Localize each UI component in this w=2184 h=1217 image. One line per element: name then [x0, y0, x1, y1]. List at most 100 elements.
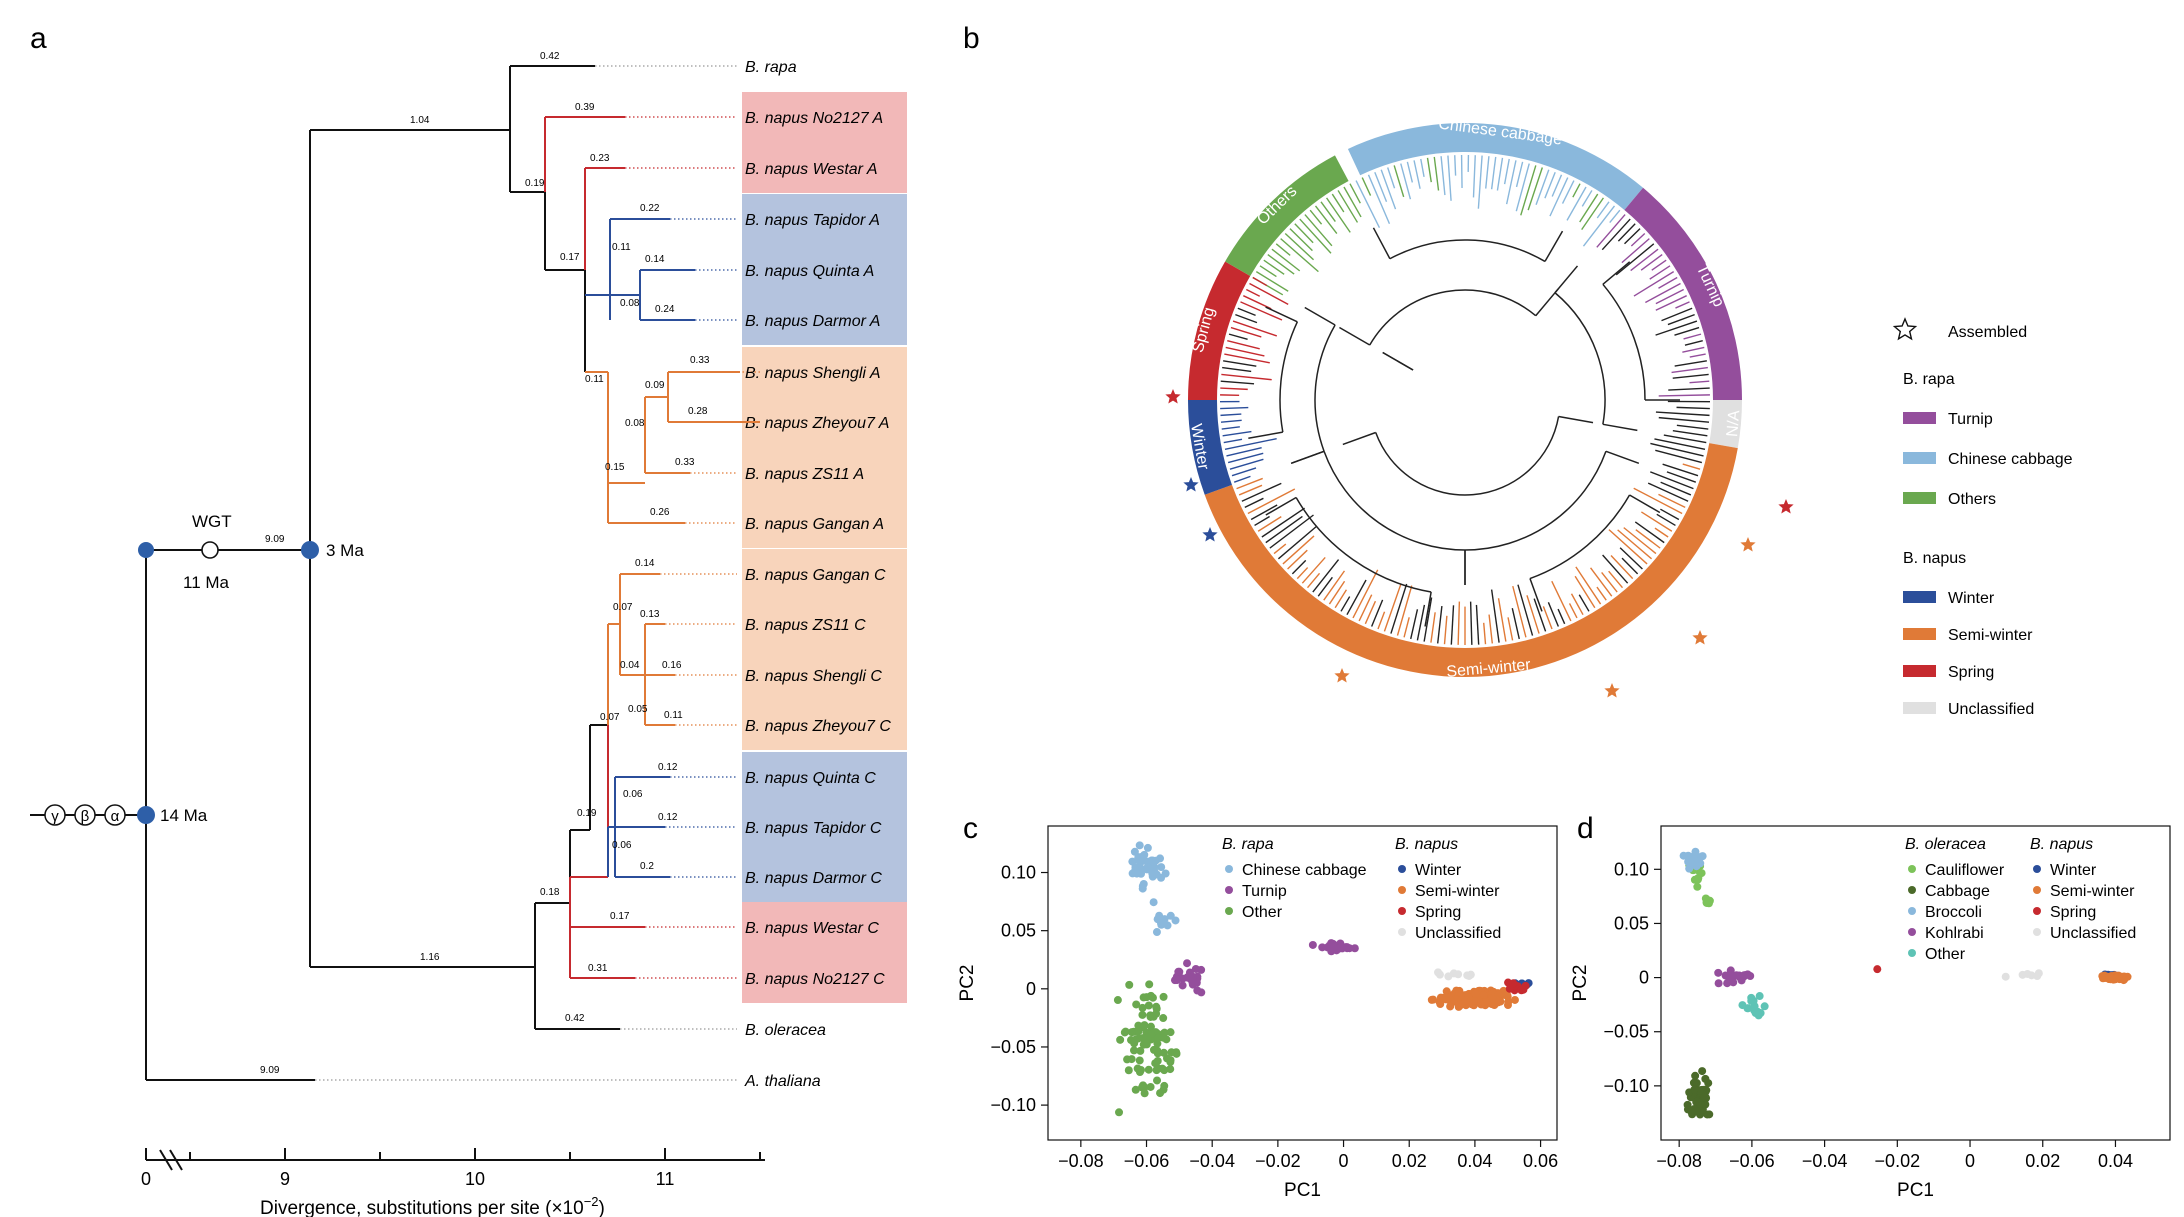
legend-item: Broccoli — [1925, 904, 1982, 921]
data-point — [1465, 971, 1474, 980]
leaf-branch — [1621, 557, 1639, 575]
branch-length-label: 0.11 — [664, 710, 683, 721]
leaf-branch — [1503, 158, 1510, 185]
assembled-star — [1604, 683, 1620, 698]
branch-length-label: 1.16 — [420, 952, 440, 963]
x-axis-title: Divergence, substitutions per site (×10−… — [260, 1194, 605, 1217]
leaf-branch — [1271, 248, 1301, 272]
leaf-branch — [1497, 598, 1507, 642]
data-point — [1166, 1028, 1175, 1037]
data-point — [1144, 1001, 1153, 1010]
leaf-branch — [1610, 555, 1634, 580]
wgt-age-label: 11 Ma — [183, 573, 230, 592]
data-point — [1702, 898, 1711, 907]
data-point — [1115, 1108, 1124, 1117]
leaf-branch — [1243, 295, 1272, 310]
branch-length-label: 0.17 — [560, 252, 580, 263]
leaf-branch — [1655, 288, 1684, 305]
internal-branch — [1424, 591, 1432, 627]
branch-length-label: 0.15 — [605, 462, 625, 473]
legend-item: Semi-winter — [1948, 627, 2033, 644]
leaf-branch — [1578, 594, 1590, 612]
data-point — [1127, 1028, 1136, 1037]
data-point — [1146, 1022, 1155, 1031]
leaf-branch — [1364, 600, 1377, 625]
data-point — [1429, 995, 1438, 1004]
legend-swatch — [1903, 591, 1936, 603]
data-point — [1149, 1045, 1158, 1054]
leaf-branch — [1238, 484, 1263, 496]
data-point — [1697, 869, 1706, 878]
leaf-branch — [1224, 353, 1270, 364]
y-tick-label: −0.10 — [990, 1095, 1036, 1115]
data-point — [1160, 1081, 1169, 1090]
legend-dot — [1398, 865, 1406, 873]
data-point — [1143, 843, 1152, 852]
leaf-branch — [1551, 580, 1572, 622]
leaf-branch — [1314, 205, 1338, 235]
data-point — [1127, 1055, 1136, 1064]
data-point — [1691, 1071, 1700, 1080]
leaf-branch — [1651, 259, 1667, 271]
data-point — [1744, 1004, 1753, 1013]
legend-item: Winter — [1415, 862, 1462, 879]
leaf-branch — [1582, 205, 1616, 247]
branch-length-label: 0.14 — [635, 558, 655, 569]
data-point — [1693, 882, 1702, 891]
ring-segment — [1204, 443, 1738, 677]
data-point — [1183, 959, 1192, 968]
internal-arc — [1369, 289, 1537, 346]
data-point — [1155, 911, 1164, 920]
legend-dot — [1225, 907, 1233, 915]
leaf-branch — [1370, 599, 1384, 627]
internal-arc — [1464, 451, 1607, 551]
leaf-branch — [1235, 313, 1258, 324]
leaf-branch — [1671, 366, 1708, 374]
leaf-branch — [1265, 515, 1303, 544]
leaf-branch — [1475, 604, 1480, 645]
legend-dot — [1908, 865, 1916, 873]
leaf-branch — [1224, 437, 1277, 450]
leaf-label: B. napus Quinta C — [745, 770, 876, 787]
y-tick-label: 0 — [1026, 979, 1036, 999]
data-point — [1455, 988, 1464, 997]
leaf-label: A. thaliana — [744, 1073, 821, 1090]
leaf-branch — [1244, 497, 1264, 509]
leaf-branch — [1263, 259, 1285, 275]
leaf-branch — [1220, 387, 1248, 391]
legend-item: Spring — [2050, 904, 2096, 921]
leaf-branch — [1609, 209, 1621, 223]
internal-branch — [1248, 431, 1283, 439]
data-point — [1755, 992, 1764, 1001]
legend-star-icon — [1892, 317, 1918, 341]
leaf-branch — [1533, 598, 1547, 632]
leaf-branch — [1231, 467, 1257, 477]
legend-dot — [1908, 928, 1916, 936]
leaf-branch — [1544, 171, 1556, 199]
data-point — [1148, 856, 1157, 865]
leaf-branch — [1581, 190, 1593, 207]
legend-napus-title: B. napus — [1903, 550, 1966, 567]
data-point — [1150, 867, 1159, 876]
leaf-branch — [1675, 301, 1690, 309]
legend-item: Turnip — [1242, 883, 1287, 900]
leaf-branch — [1485, 156, 1490, 189]
y-tick-label: 0 — [1639, 968, 1649, 988]
plot-frame — [1047, 825, 1558, 1141]
leaf-branch — [1220, 413, 1242, 417]
data-point — [1683, 1100, 1692, 1109]
leaf-branch — [1393, 165, 1405, 198]
leaf-branch — [1226, 447, 1262, 457]
assembled-star — [1165, 389, 1181, 404]
x-tick-label: −0.06 — [1124, 1151, 1170, 1171]
leaf-branch — [1299, 218, 1332, 254]
leaf-label: B. napus Tapidor A — [745, 212, 880, 229]
data-point — [1701, 1074, 1710, 1083]
data-point — [2034, 969, 2043, 978]
leaf-branch — [1596, 586, 1607, 601]
leaf-branch — [1630, 248, 1659, 272]
data-point — [1135, 841, 1144, 850]
leaf-branch — [1660, 508, 1680, 521]
axis-break — [159, 1149, 173, 1171]
data-point — [1160, 1066, 1169, 1075]
